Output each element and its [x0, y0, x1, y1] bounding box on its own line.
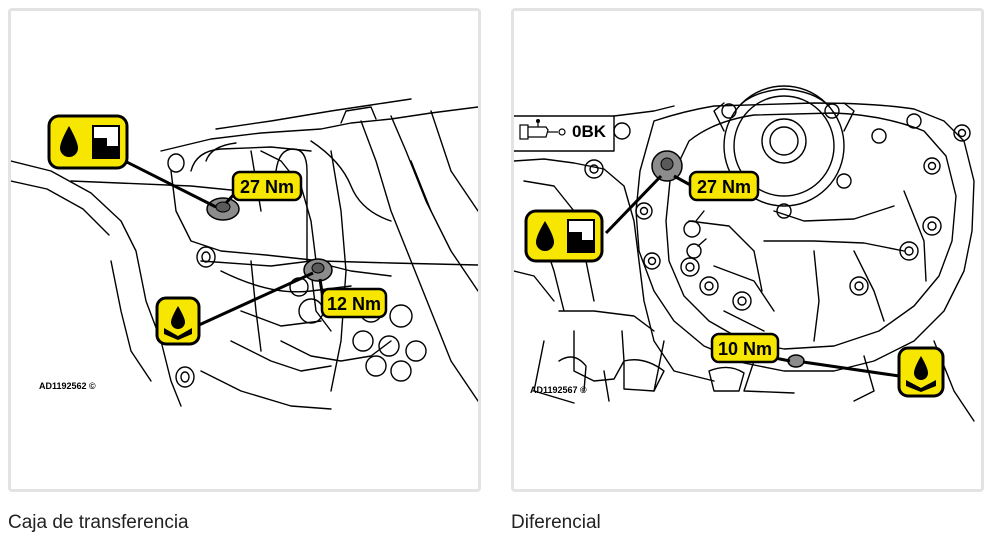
oil-fill-plug-icon — [47, 114, 129, 170]
svg-text:12 Nm: 12 Nm — [327, 294, 381, 314]
tool-label: 0BK — [572, 122, 607, 141]
diagram-code: AD1192567 © — [530, 385, 587, 395]
svg-text:10 Nm: 10 Nm — [718, 339, 772, 359]
diagram-code: AD1192562 © — [39, 381, 96, 391]
oil-drain-plug-icon — [155, 296, 201, 346]
torque-label-27: 27 Nm — [231, 170, 303, 202]
differential-caption: Diferencial — [511, 512, 601, 533]
oil-fill-plug-icon — [524, 209, 604, 263]
torque-label-12: 12 Nm — [320, 287, 388, 319]
drain-plug-bolt — [787, 354, 805, 368]
fill-plug-bolt — [206, 197, 240, 221]
torque-label-10: 10 Nm — [710, 332, 780, 364]
transfer-case-caption: Caja de transferencia — [8, 512, 189, 533]
svg-text:27 Nm: 27 Nm — [240, 177, 294, 197]
differential-diagram-panel: 0BK 27 Nm 10 Nm AD11925 — [511, 8, 984, 492]
transfer-case-illustration: 27 Nm 12 Nm AD1192562 © — [11, 98, 478, 410]
torque-label-27: 27 Nm — [688, 170, 760, 202]
drain-plug-bolt — [303, 258, 333, 282]
transfer-case-diagram-panel: 27 Nm 12 Nm AD1192562 © — [8, 8, 481, 492]
tool-icon — [519, 119, 566, 140]
differential-illustration: 0BK 27 Nm 10 Nm AD11925 — [514, 85, 975, 422]
fill-plug-bolt — [651, 150, 683, 182]
oil-drain-plug-icon — [897, 346, 945, 398]
svg-text:27 Nm: 27 Nm — [697, 177, 751, 197]
